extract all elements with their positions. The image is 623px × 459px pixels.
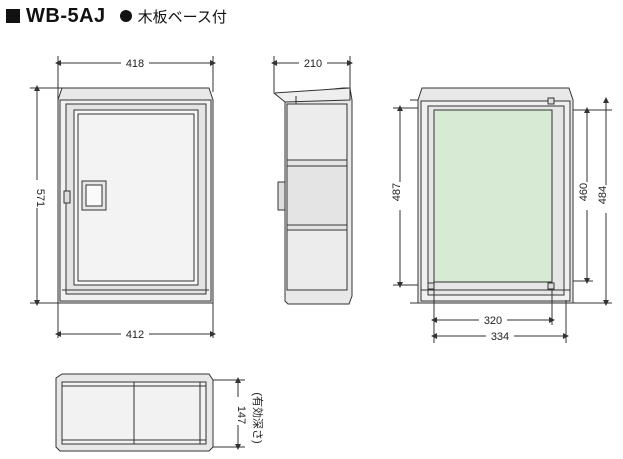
model-name: WB-5AJ (26, 4, 106, 27)
bottom-view (55, 373, 245, 452)
label-bg (121, 56, 149, 69)
board-view (393, 87, 612, 343)
label-bg (581, 182, 594, 210)
dim-side-depth: 210 (304, 58, 322, 70)
dim-bottom-depth-note: (有効深さ) (251, 392, 265, 443)
dim-inner-height: 484 (597, 186, 609, 204)
label-bg (31, 180, 44, 208)
title-bar: WB-5AJ 木板ベース付 (6, 4, 227, 28)
label-bg (232, 397, 245, 425)
dim-board-height: 460 (578, 183, 590, 201)
label-bg (479, 313, 507, 326)
label-bg (121, 327, 149, 340)
dim-bottom-depth: 147 (235, 406, 247, 424)
circle-bullet-icon (119, 10, 132, 22)
label-bg (486, 329, 514, 342)
label-bg (394, 182, 407, 210)
dim-front-width-top: 418 (126, 58, 144, 70)
dim-front-width-bottom: 412 (126, 329, 144, 341)
side-view (272, 56, 353, 305)
label-bg (299, 56, 327, 69)
dim-inner-width: 334 (491, 331, 509, 343)
label-bg (600, 185, 613, 213)
dim-board-width: 320 (484, 315, 502, 327)
front-view (30, 56, 214, 338)
product-subtitle: 木板ベース付 (137, 8, 227, 26)
dim-inner-board-height: 487 (391, 183, 403, 201)
dim-front-height: 571 (34, 189, 46, 207)
square-bullet-icon (6, 9, 20, 23)
